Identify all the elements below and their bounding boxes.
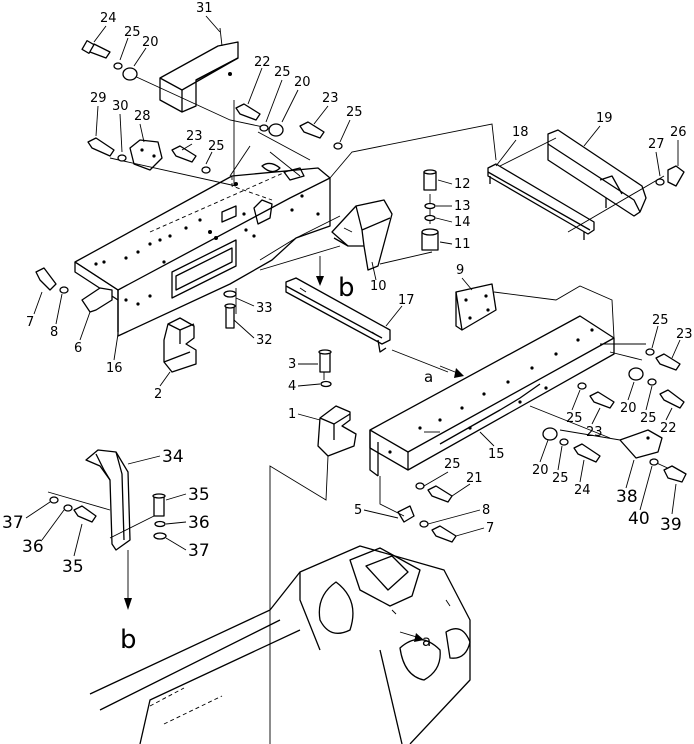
callout-40: 40 [628,509,650,529]
fasteners [35,40,687,543]
main-frame-16 [74,162,331,337]
callout-7: 7 [26,315,34,330]
callout-8: 8 [482,503,490,518]
reference-letters: b b a a [120,273,433,655]
callout-23: 23 [186,129,203,144]
callout-25: 25 [640,411,657,426]
callout-24: 24 [100,11,117,26]
callout-19: 19 [596,111,613,126]
callout-25: 25 [208,139,225,154]
callout-37: 37 [2,513,24,533]
callout-labels: 24 25 20 31 22 25 20 23 25 29 30 28 23 2… [2,1,693,577]
callout-27: 27 [648,137,665,152]
callout-30: 30 [112,99,129,114]
callout-6: 6 [74,341,82,356]
cover-19 [547,129,647,217]
callout-29: 29 [90,91,107,106]
callout-10: 10 [370,279,387,294]
reference-letter-a-lower: a [422,632,431,650]
bracket-10 [331,199,393,271]
callout-38: 38 [616,487,638,507]
callout-25: 25 [566,411,583,426]
callout-18: 18 [512,125,529,140]
callout-32: 32 [256,333,273,348]
callout-36: 36 [188,513,210,533]
callout-22: 22 [660,421,677,436]
callout-28: 28 [134,109,151,124]
callout-23: 23 [322,91,339,106]
callout-7: 7 [486,521,494,536]
callout-34: 34 [162,447,184,467]
callout-33: 33 [256,301,273,316]
callout-25: 25 [346,105,363,120]
callout-25: 25 [652,313,669,328]
callout-8: 8 [50,325,58,340]
plate-9 [455,283,497,331]
spacer-11 [421,228,439,251]
callout-25: 25 [274,65,291,80]
rail-18 [487,163,595,240]
reference-letter-b-lower: b [120,625,137,655]
callout-23: 23 [586,425,603,440]
reference-letter-a-mid: a [424,368,433,386]
callout-22: 22 [254,55,271,70]
bracket-34 [85,449,131,551]
bracket-31 [159,27,239,113]
callout-20: 20 [294,75,311,90]
callout-5: 5 [354,503,362,518]
arrows [124,256,464,642]
plate-28 [129,139,163,171]
callout-26: 26 [670,125,687,140]
callout-31: 31 [196,1,213,16]
callout-25: 25 [552,471,569,486]
callout-2: 2 [154,387,162,402]
callout-36: 36 [22,537,44,557]
callout-3: 3 [288,357,296,372]
callout-21: 21 [466,471,483,486]
callout-20: 20 [620,401,637,416]
transmission-housing [89,545,471,744]
callout-13: 13 [454,199,471,214]
callout-leaders [25,15,681,557]
callout-23: 23 [676,327,693,342]
callout-14: 14 [454,215,471,230]
callout-11: 11 [454,237,471,252]
callout-9: 9 [456,263,464,278]
callout-35: 35 [188,485,210,505]
mount-2 [163,317,197,373]
bracket-1 [317,405,357,457]
callout-1: 1 [288,407,296,422]
callout-12: 12 [454,177,471,192]
bracket-6 [81,287,113,313]
callout-35: 35 [62,557,84,577]
reference-letter-b-upper: b [338,273,355,303]
plate-38 [619,429,663,459]
callout-20: 20 [532,463,549,478]
callout-25: 25 [444,457,461,472]
callout-24: 24 [574,483,591,498]
callout-15: 15 [488,447,505,462]
frame-15 [369,315,615,477]
bracket-5 [397,505,415,523]
callout-16: 16 [106,361,123,376]
callout-37: 37 [188,541,210,561]
callout-25: 25 [124,25,141,40]
callout-17: 17 [398,293,415,308]
callout-4: 4 [288,379,296,394]
callout-39: 39 [660,515,682,535]
rail-17 [285,277,391,353]
callout-20: 20 [142,35,159,50]
